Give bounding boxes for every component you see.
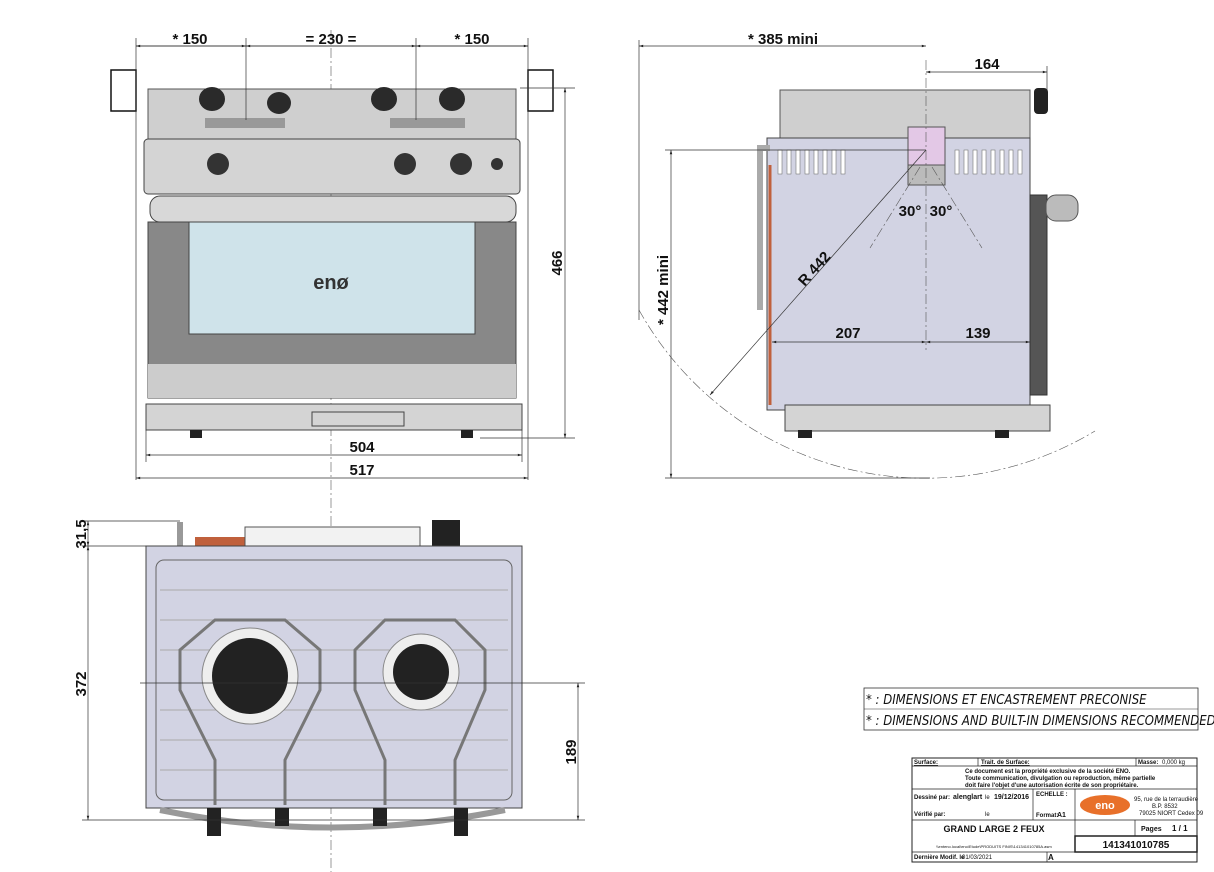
front-view: enø * 150 = 230 = * 150 466 504 517 — [110, 30, 575, 872]
dim-depth: * 385 mini — [748, 31, 818, 48]
title-block: Surface: Trait. de Surface: Masse: 0,000… — [911, 757, 1204, 863]
burner-knobs — [199, 87, 465, 114]
svg-text:ECHELLE :: ECHELLE : — [1036, 792, 1068, 798]
brand-logo: enø — [313, 272, 349, 294]
oven-window — [188, 221, 476, 335]
svg-text:\\enteno.local\eno\Etude\PRODU: \\enteno.local\eno\Etude\PRODUITS FINIS\… — [936, 844, 1052, 849]
dim-left: * 150 — [172, 31, 207, 48]
dim-top: 164 — [974, 56, 1000, 73]
note-en: * : DIMENSIONS AND BUILT-IN DIMENSIONS R… — [866, 714, 1214, 729]
dim-height-mini: * 442 mini — [655, 255, 672, 325]
dim-width-inner: 504 — [349, 439, 375, 456]
svg-text:Masse:: Masse: — [1138, 760, 1158, 766]
svg-text:Format:: Format: — [1036, 813, 1058, 819]
svg-text:Dessiné par:: Dessiné par: — [914, 795, 950, 801]
dim-back: 31,5 — [73, 519, 90, 548]
svg-text:doit faire l'objet d'une autor: doit faire l'objet d'une autorisation éc… — [965, 783, 1139, 789]
svg-text:01/03/2021: 01/03/2021 — [962, 855, 993, 861]
dim-width-outer: 517 — [349, 462, 374, 479]
top-view: 31,5 372 189 — [73, 519, 585, 836]
right-bracket — [527, 69, 554, 112]
angle-right: 30° — [930, 203, 953, 220]
svg-text:A: A — [1048, 853, 1054, 862]
dim-depth-top: 372 — [73, 671, 90, 696]
svg-text:95, rue de la terraudière: 95, rue de la terraudière — [1134, 797, 1199, 803]
left-bracket — [110, 69, 137, 112]
side-view: * 385 mini 164 * 442 mini R 442 30° 30° … — [638, 31, 1096, 479]
svg-text:Vérifié par:: Vérifié par: — [914, 812, 945, 818]
dim-center: = 230 = — [306, 31, 357, 48]
dim-height: 466 — [549, 250, 566, 275]
eno-logo — [1080, 795, 1130, 815]
part-number: 141341010785 — [1103, 840, 1170, 851]
svg-text:Surface:: Surface: — [914, 760, 938, 766]
svg-text:Dernière Modif. le: Dernière Modif. le — [914, 855, 965, 861]
drawing-title: GRAND LARGE 2 FEUX — [943, 824, 1044, 834]
svg-text:79025 NIORT Cedex 09: 79025 NIORT Cedex 09 — [1139, 811, 1204, 817]
dim-rear: 207 — [835, 325, 860, 342]
svg-text:19/12/2016: 19/12/2016 — [994, 794, 1029, 801]
dim-front: 139 — [965, 325, 990, 342]
svg-text:Toute communication, divulgati: Toute communication, divulgation ou repr… — [965, 776, 1156, 782]
svg-text:le: le — [985, 795, 990, 801]
angle-left: 30° — [899, 203, 922, 220]
svg-text:1 / 1: 1 / 1 — [1172, 824, 1188, 833]
svg-text:0,000 kg: 0,000 kg — [1162, 760, 1185, 766]
svg-text:eno: eno — [1095, 800, 1115, 812]
dim-right: * 150 — [454, 31, 489, 48]
pan-grates — [178, 618, 487, 805]
svg-text:alenglart: alenglart — [953, 794, 983, 801]
svg-text:Ce document est la propriété e: Ce document est la propriété exclusive d… — [965, 769, 1131, 775]
svg-text:A1: A1 — [1057, 812, 1066, 819]
notes-box: * : DIMENSIONS ET ENCASTREMENT PRECONISE… — [863, 687, 1214, 731]
note-fr: * : DIMENSIONS ET ENCASTREMENT PRECONISE — [866, 693, 1147, 708]
svg-text:Pages: Pages — [1141, 826, 1162, 833]
dim-axis: 189 — [563, 739, 580, 764]
svg-text:B.P. 8532: B.P. 8532 — [1152, 804, 1178, 810]
svg-text:Trait. de Surface:: Trait. de Surface: — [981, 760, 1030, 766]
svg-text:le: le — [985, 812, 990, 818]
